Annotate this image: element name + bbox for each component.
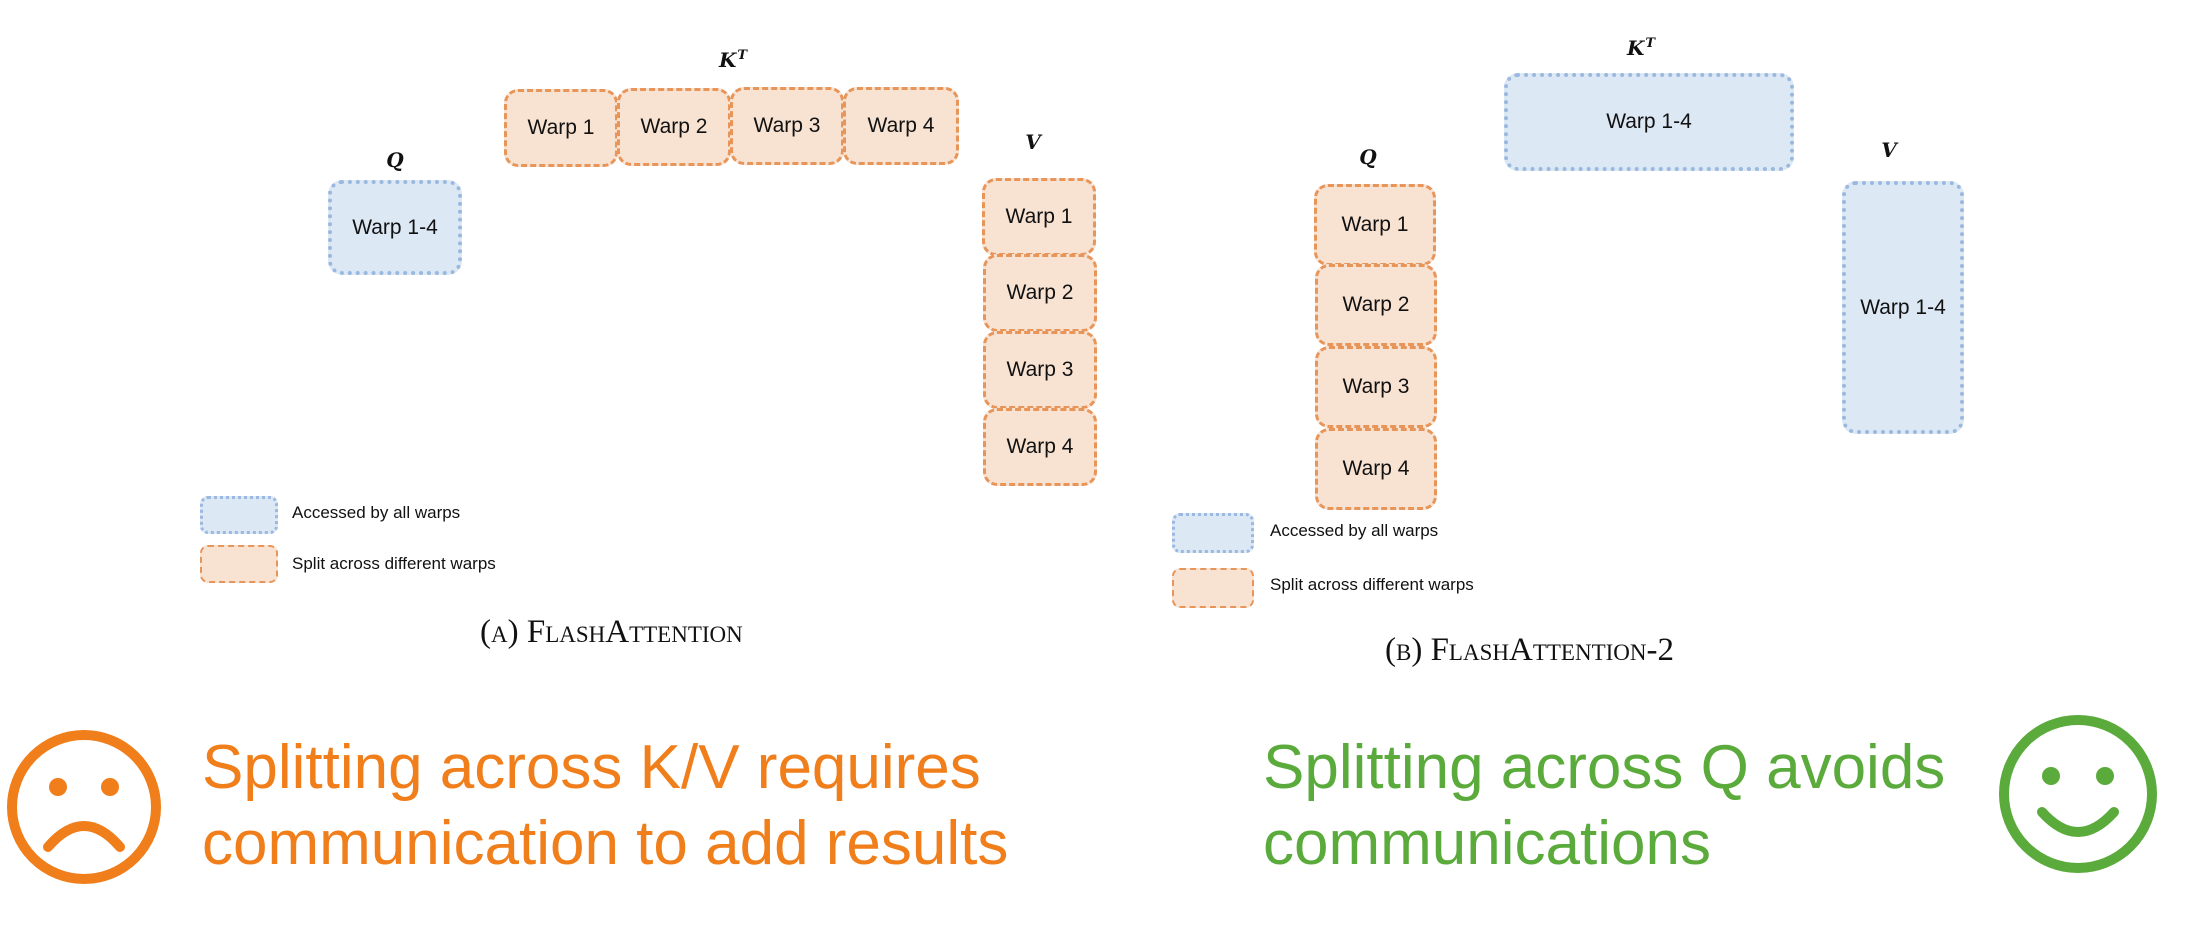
panel-a-caption: (a) FlashAttention [480, 614, 743, 650]
panel-b-v-label: V [1881, 138, 1897, 162]
panel-a-q-label: Q [386, 148, 404, 172]
panel-a-k-block-2: Warp 2 [617, 88, 731, 166]
panel-a-q-block: Warp 1-4 [328, 180, 462, 275]
right-message-line-1: Splitting across Q avoids [1263, 733, 1946, 802]
k-superscript: T [737, 48, 748, 64]
panel-a-legend-shared-swatch [200, 496, 278, 534]
panel-a-v-block-1: Warp 1 [982, 178, 1096, 256]
panel-b-q-block-2: Warp 2 [1315, 264, 1437, 346]
k-letter: K [718, 48, 737, 72]
panel-a-legend-split-swatch [200, 545, 278, 583]
panel-a-legend-shared-text: Accessed by all warps [292, 503, 461, 522]
panel-b-legend-split-text: Split across different warps [1270, 575, 1474, 594]
panel-b-q-block-1: Warp 1 [1314, 184, 1436, 266]
panel-b-legend-shared-swatch [1172, 513, 1254, 553]
panel-a-k-block-3: Warp 3 [730, 87, 844, 165]
panel-a-k-block-1: Warp 1 [504, 89, 618, 167]
panel-b-q-block-3: Warp 3 [1315, 346, 1437, 428]
panel-a-v-label: V [1025, 130, 1041, 154]
panel-a-k-block-4: Warp 4 [843, 87, 959, 165]
k-letter: K [1626, 36, 1645, 60]
panel-b-caption: (b) FlashAttention-2 [1385, 632, 1674, 668]
left-message: Splitting across K/V requires communicat… [202, 730, 1008, 882]
right-message-line-2: communications [1263, 809, 1711, 878]
panel-a-v-block-4: Warp 4 [983, 408, 1097, 486]
panel-b-k-block: Warp 1-4 [1504, 73, 1794, 171]
happy-face-icon [1999, 715, 2157, 873]
panel-b-legend-shared-text: Accessed by all warps [1270, 521, 1439, 540]
panel-b-q-label: Q [1359, 145, 1377, 169]
panel-b-q-block-4: Warp 4 [1315, 428, 1437, 510]
panel-b-k-transpose-label: KT [1627, 36, 1655, 60]
panel-a-k-transpose-label: KT [719, 48, 747, 72]
panel-a-v-block-3: Warp 3 [983, 331, 1097, 409]
sad-face-icon [7, 730, 161, 884]
panel-a-legend-split-text: Split across different warps [292, 554, 496, 573]
left-message-line-1: Splitting across K/V requires [202, 733, 981, 802]
right-message: Splitting across Q avoids communications [1263, 730, 1945, 882]
panel-b-legend-split-swatch [1172, 568, 1254, 608]
left-message-line-2: communication to add results [202, 809, 1009, 878]
panel-b-v-block: Warp 1-4 [1842, 181, 1964, 434]
k-superscript: T [1645, 36, 1656, 52]
panel-a-v-block-2: Warp 2 [983, 254, 1097, 332]
